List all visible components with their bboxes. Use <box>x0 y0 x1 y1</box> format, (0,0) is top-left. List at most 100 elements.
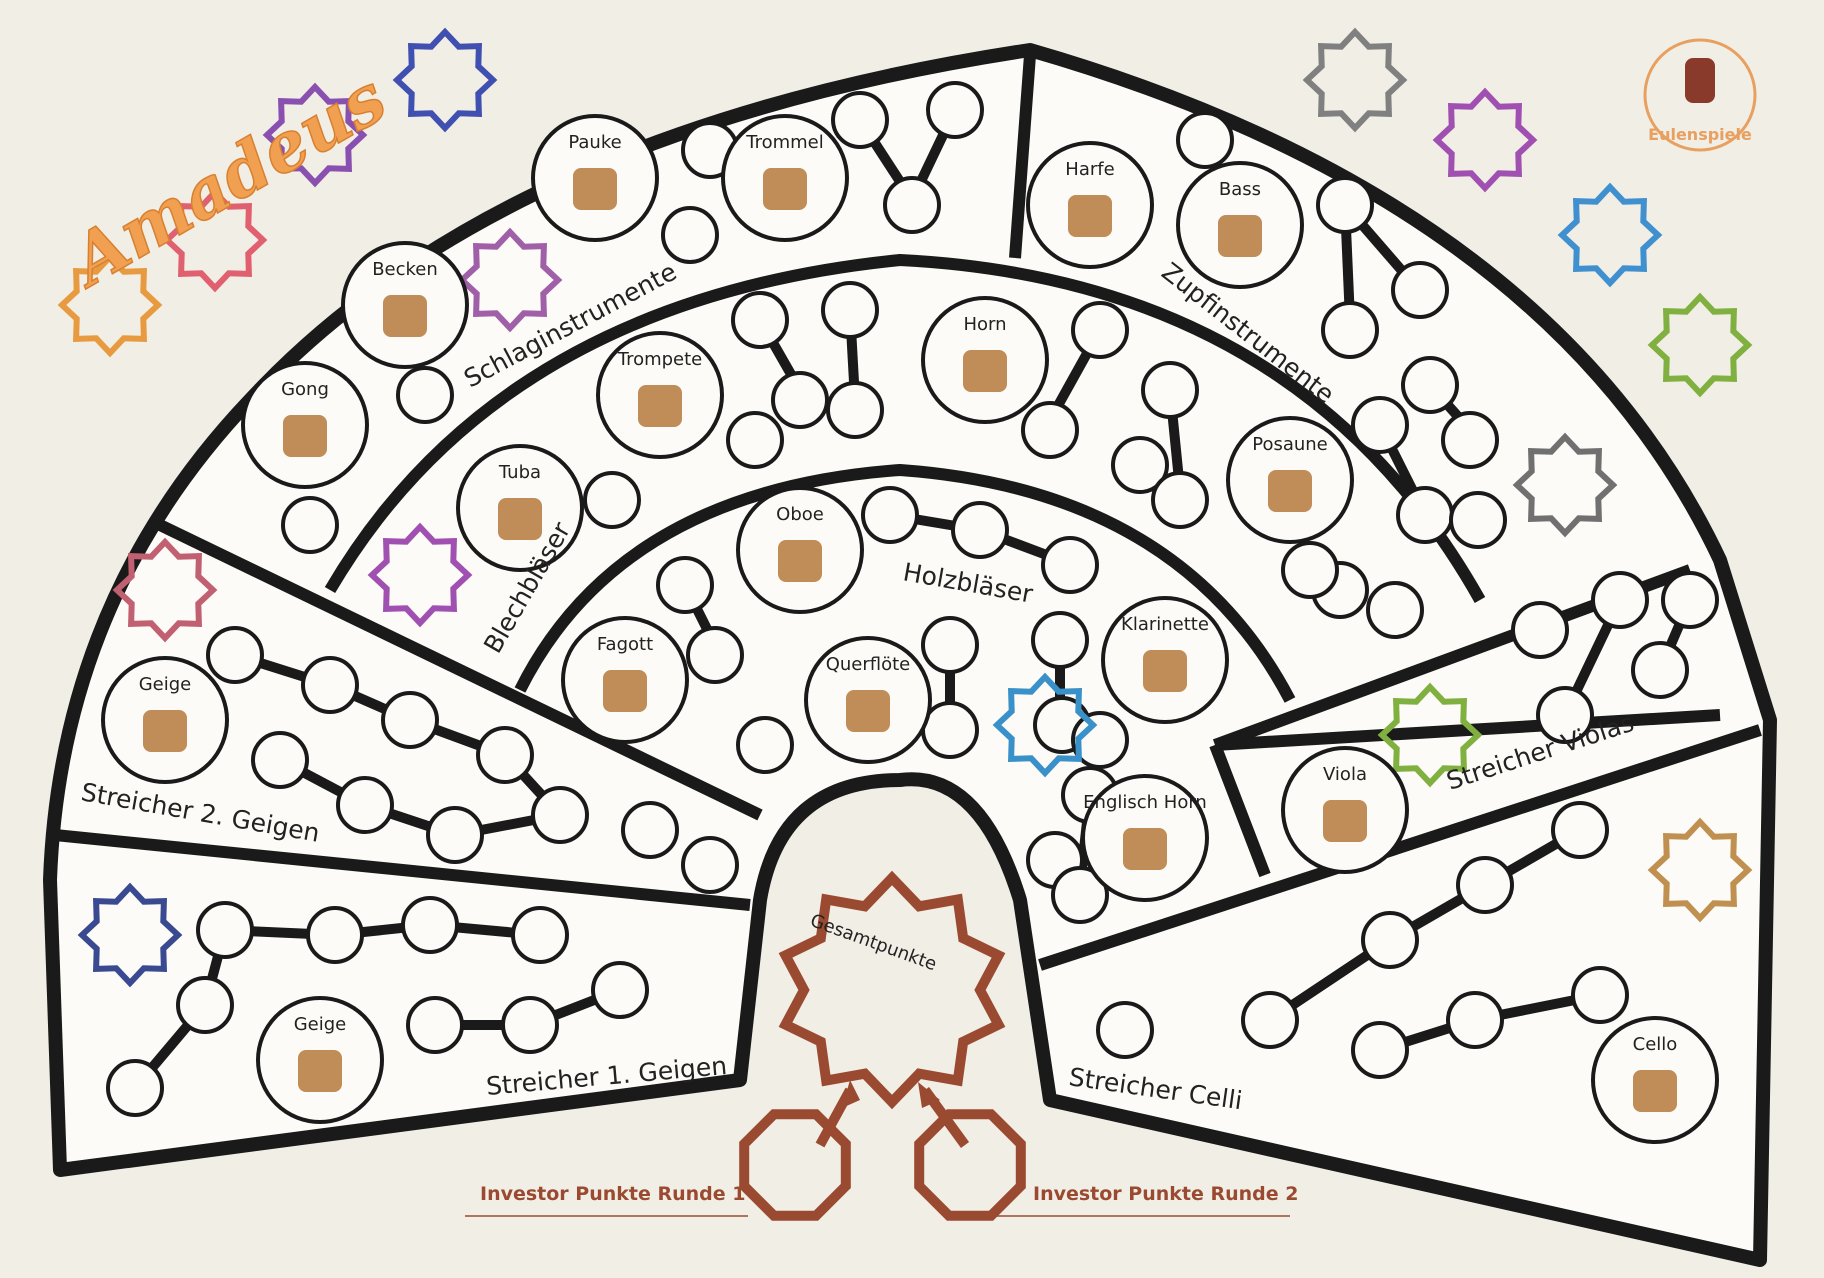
track-space[interactable] <box>196 901 254 959</box>
track-space[interactable] <box>301 656 359 714</box>
investor-round1-field[interactable] <box>739 1080 860 1221</box>
track-space[interactable] <box>1316 176 1374 234</box>
track-space[interactable] <box>1401 356 1459 414</box>
track-space[interactable] <box>381 691 439 749</box>
bonus-star[interactable] <box>1647 292 1753 398</box>
investor-round2-field[interactable] <box>914 1082 1026 1221</box>
bonus-star[interactable] <box>392 27 498 133</box>
instrument-querfloete[interactable]: Querflöte <box>804 636 932 764</box>
track-space[interactable] <box>1176 111 1234 169</box>
bonus-star[interactable] <box>262 82 368 188</box>
bonus-star[interactable] <box>162 187 268 293</box>
instrument-trompete[interactable]: Trompete <box>596 331 724 459</box>
track-space[interactable] <box>1041 536 1099 594</box>
track-space[interactable] <box>176 976 234 1034</box>
track-space[interactable] <box>731 291 789 349</box>
bonus-star[interactable] <box>1432 87 1538 193</box>
track-space[interactable] <box>406 996 464 1054</box>
bonus-star[interactable] <box>112 537 218 643</box>
track-space[interactable] <box>531 786 589 844</box>
track-space[interactable] <box>1071 711 1129 769</box>
track-space[interactable] <box>1449 491 1507 549</box>
track-space[interactable] <box>1096 1001 1154 1059</box>
instrument-gong[interactable]: Gong <box>241 361 369 489</box>
bonus-star[interactable] <box>1377 682 1483 788</box>
track-space[interactable] <box>1111 436 1169 494</box>
track-space[interactable] <box>1021 401 1079 459</box>
track-space[interactable] <box>821 281 879 339</box>
instrument-posaune[interactable]: Posaune <box>1226 416 1354 544</box>
bonus-star[interactable] <box>1647 817 1753 923</box>
instrument-oboe[interactable]: Oboe <box>736 486 864 614</box>
instrument-englischhorn[interactable]: Englisch Horn <box>1081 774 1209 902</box>
track-space[interactable] <box>1571 966 1629 1024</box>
track-space[interactable] <box>1141 361 1199 419</box>
track-space[interactable] <box>621 801 679 859</box>
track-space[interactable] <box>1241 991 1299 1049</box>
track-space[interactable] <box>681 836 739 894</box>
track-space[interactable] <box>1456 856 1514 914</box>
track-space[interactable] <box>1351 1021 1409 1079</box>
bonus-star[interactable] <box>1512 432 1618 538</box>
track-space[interactable] <box>1321 301 1379 359</box>
track-space[interactable] <box>951 501 1009 559</box>
track-space[interactable] <box>591 961 649 1019</box>
track-space[interactable] <box>1396 486 1454 544</box>
track-space[interactable] <box>826 381 884 439</box>
track-space[interactable] <box>511 906 569 964</box>
track-space[interactable] <box>476 726 534 784</box>
track-space[interactable] <box>1591 571 1649 629</box>
instrument-tuba[interactable]: Tuba <box>456 444 584 572</box>
track-space[interactable] <box>1281 541 1339 599</box>
track-space[interactable] <box>1366 581 1424 639</box>
track-space[interactable] <box>1536 686 1594 744</box>
track-space[interactable] <box>206 626 264 684</box>
track-space[interactable] <box>661 206 719 264</box>
instrument-trommel[interactable]: Trommel <box>721 114 849 242</box>
track-space[interactable] <box>1551 801 1609 859</box>
track-space[interactable] <box>336 776 394 834</box>
bonus-star[interactable] <box>367 522 473 628</box>
instrument-viola[interactable]: Viola <box>1281 746 1409 874</box>
track-space[interactable] <box>771 371 829 429</box>
track-space[interactable] <box>396 366 454 424</box>
bonus-star[interactable] <box>57 252 163 358</box>
instrument-horn[interactable]: Horn <box>921 296 1049 424</box>
track-space[interactable] <box>656 556 714 614</box>
track-space[interactable] <box>1446 991 1504 1049</box>
instrument-geige2[interactable]: Geige <box>101 656 229 784</box>
track-space[interactable] <box>831 91 889 149</box>
track-space[interactable] <box>1361 911 1419 969</box>
track-space[interactable] <box>251 731 309 789</box>
instrument-pauke[interactable]: Pauke <box>531 114 659 242</box>
track-space[interactable] <box>106 1059 164 1117</box>
track-space[interactable] <box>1661 571 1719 629</box>
track-space[interactable] <box>281 496 339 554</box>
bonus-star[interactable] <box>1302 27 1408 133</box>
track-space[interactable] <box>1441 411 1499 469</box>
track-space[interactable] <box>1511 601 1569 659</box>
instrument-klarinette[interactable]: Klarinette <box>1101 596 1229 724</box>
track-space[interactable] <box>883 176 941 234</box>
track-space[interactable] <box>926 81 984 139</box>
track-space[interactable] <box>306 906 364 964</box>
bonus-star[interactable] <box>77 882 183 988</box>
track-space[interactable] <box>1391 261 1449 319</box>
track-space[interactable] <box>686 626 744 684</box>
track-space[interactable] <box>583 471 641 529</box>
track-space[interactable] <box>921 701 979 759</box>
instrument-harfe[interactable]: Harfe <box>1026 141 1154 269</box>
track-space[interactable] <box>1051 866 1109 924</box>
bonus-star[interactable] <box>457 227 563 333</box>
track-space[interactable] <box>426 806 484 864</box>
bonus-star[interactable] <box>992 672 1098 778</box>
instrument-bass[interactable]: Bass <box>1176 161 1304 289</box>
track-space[interactable] <box>501 996 559 1054</box>
instrument-cello[interactable]: Cello <box>1591 1016 1719 1144</box>
track-space[interactable] <box>921 616 979 674</box>
total-score-field[interactable]: Gesamtpunkte <box>778 870 1006 1110</box>
track-space[interactable] <box>1351 396 1409 454</box>
track-space[interactable] <box>736 716 794 774</box>
track-space[interactable] <box>1631 641 1689 699</box>
instrument-becken[interactable]: Becken <box>341 241 469 369</box>
